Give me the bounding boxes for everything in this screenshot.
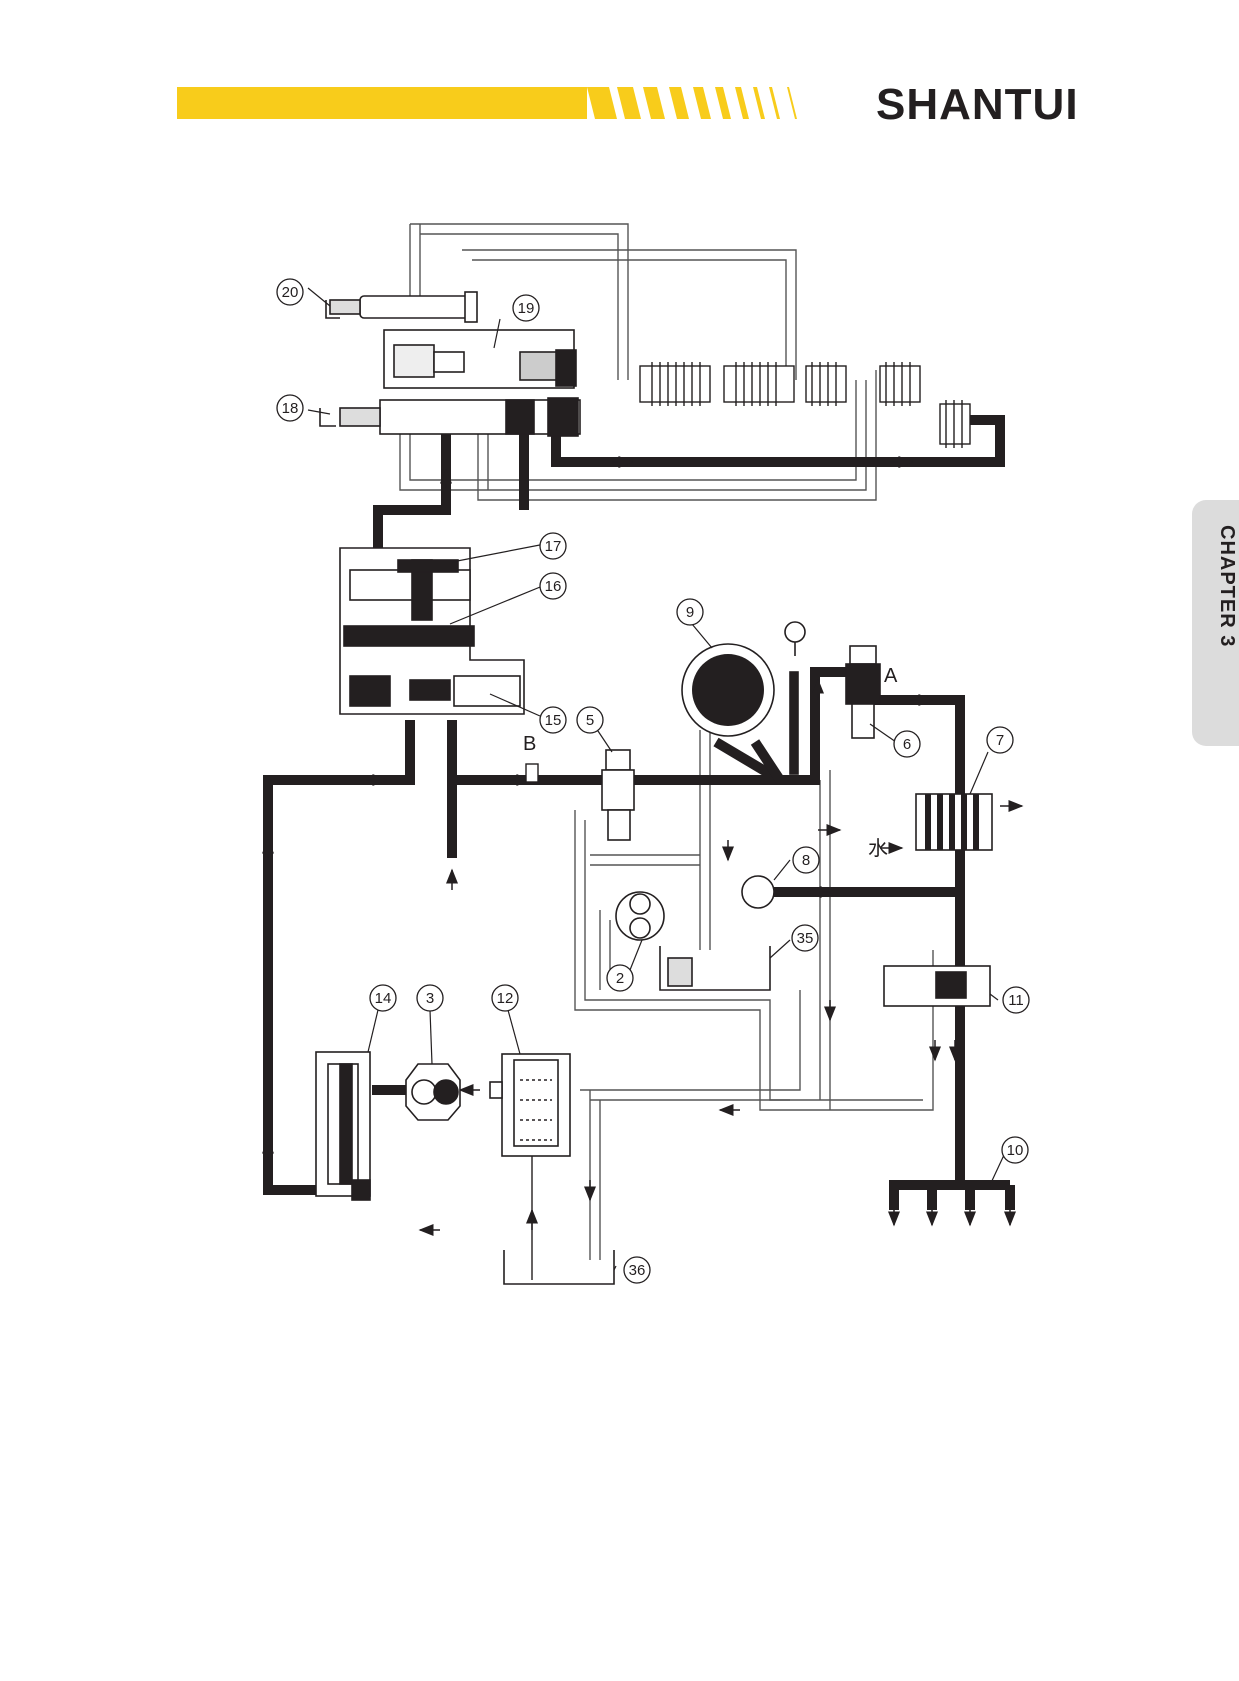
fitting-b	[525, 763, 539, 783]
chapter-label: CHAPTER 3	[1216, 525, 1238, 648]
svg-text:16: 16	[545, 578, 562, 595]
svg-text:8: 8	[802, 852, 810, 869]
callout-5: 5	[576, 706, 604, 734]
component-7-cooler	[915, 793, 993, 851]
svg-text:11: 11	[1008, 992, 1024, 1009]
component-5-valve	[601, 749, 635, 841]
component-3-pump	[405, 1063, 461, 1121]
callout-8: 8	[792, 846, 820, 874]
label-b: B	[523, 733, 536, 755]
component-20-valve	[325, 291, 478, 323]
component-6-valve	[845, 645, 881, 739]
svg-text:19: 19	[518, 300, 535, 317]
callout-15: 15	[539, 706, 567, 734]
component-18-valve-body	[319, 397, 581, 437]
callout-3: 3	[416, 984, 444, 1012]
svg-text:18: 18	[282, 400, 299, 417]
component-19-valve-body	[383, 329, 577, 389]
component-14-filter	[315, 1051, 371, 1201]
label-water: 水	[868, 837, 888, 860]
svg-text:7: 7	[996, 732, 1004, 749]
svg-text:36: 36	[629, 1262, 646, 1279]
callout-6: 6	[893, 730, 921, 758]
callout-7: 7	[986, 726, 1014, 754]
chapter-tab[interactable]	[1192, 500, 1239, 746]
callout-18: 18	[276, 394, 304, 422]
tank-35	[659, 946, 771, 991]
callout-12: 12	[491, 984, 519, 1012]
svg-text:5: 5	[586, 712, 594, 729]
svg-text:6: 6	[903, 736, 911, 753]
gauge-icon	[784, 621, 806, 775]
callout-36: 36	[623, 1256, 651, 1284]
header-stripes	[587, 87, 797, 119]
svg-text:14: 14	[375, 990, 392, 1007]
component-2-pump	[615, 891, 693, 987]
callout-14: 14	[369, 984, 397, 1012]
component-9-converter	[681, 643, 775, 737]
brand-logo: SHANTUI	[876, 80, 1079, 129]
component-11-valve	[883, 965, 991, 1007]
svg-text:35: 35	[797, 930, 814, 947]
callout-10: 10	[1001, 1136, 1029, 1164]
tank-36	[503, 1250, 615, 1285]
label-a: A	[884, 665, 898, 687]
pressure-lines	[263, 415, 1015, 1210]
callout-17: 17	[539, 532, 567, 560]
component-main-valve-block	[339, 547, 525, 715]
callout-16: 16	[539, 572, 567, 600]
svg-text:20: 20	[282, 284, 299, 301]
callout-11: 11	[1002, 986, 1030, 1014]
svg-text:10: 10	[1007, 1142, 1024, 1159]
flow-arrows	[262, 456, 1024, 1236]
svg-text:15: 15	[545, 712, 562, 729]
svg-text:17: 17	[545, 538, 562, 555]
svg-text:2: 2	[616, 970, 624, 987]
clutch-packs	[639, 362, 971, 448]
callout-19: 19	[512, 294, 540, 322]
svg-text:9: 9	[686, 604, 694, 621]
callout-35: 35	[791, 924, 819, 952]
svg-text:3: 3	[426, 990, 434, 1007]
header-accent-bar	[177, 87, 587, 119]
callouts: 20 19 18 17 16 15 9 5 6 7 8 35 2 11 14 3…	[276, 278, 1030, 1284]
callout-9: 9	[676, 598, 704, 626]
callout-20: 20	[276, 278, 304, 306]
callout-2: 2	[606, 964, 634, 992]
component-8	[741, 875, 775, 909]
component-12-filter	[489, 1053, 571, 1157]
svg-text:12: 12	[497, 990, 514, 1007]
leader-lines	[307, 287, 1005, 1271]
